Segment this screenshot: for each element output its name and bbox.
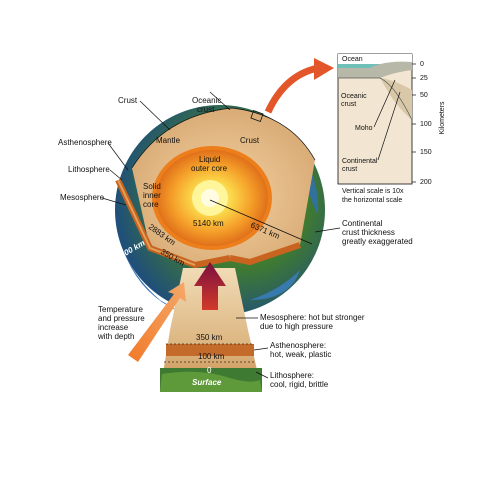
continental-note-1: Continental (342, 219, 383, 228)
upward-arrow (194, 262, 226, 310)
label-inner-core-1: Solid (143, 182, 161, 191)
continental-note-2: crust thickness (342, 228, 395, 237)
column-100-label: 100 km (198, 352, 225, 361)
inset-continental-label-2: crust (342, 166, 357, 173)
inset-tick-100: 100 (420, 121, 432, 128)
column-350-label: 350 km (196, 333, 223, 342)
crust-rim (131, 107, 316, 169)
label-outer-core-1: Liquid (199, 155, 220, 164)
zoom-arrowhead (314, 58, 334, 80)
leader-asthenosphere (107, 142, 129, 171)
label-inner-core-2: inner (143, 191, 161, 200)
lithosphere-band (117, 179, 196, 266)
inner-core-center (201, 189, 219, 207)
column-surface-label: Surface (192, 378, 222, 387)
mesosphere-note-1: Mesosphere: hot but stronger (260, 313, 365, 322)
temperature-note-3: increase (98, 323, 129, 332)
temperature-arrow (128, 282, 186, 362)
inset-tick-200: 200 (420, 179, 432, 186)
label-asthenosphere: Asthenosphere (58, 138, 112, 147)
inset-crust (338, 61, 412, 78)
inset-caption-2: the horizontal scale (342, 197, 402, 204)
inset-moho-label: Moho (355, 125, 373, 132)
temperature-note-1: Temperature (98, 305, 143, 314)
leader-asthenosphere-note (253, 347, 269, 351)
inset-ocean-label: Ocean (342, 56, 363, 63)
mesosphere-note-2: due to high pressure (260, 322, 333, 331)
leader-oceanic-crust (209, 91, 231, 111)
temperature-note-4: with depth (97, 332, 134, 341)
inset-continental-label-1: Continental (342, 158, 378, 165)
label-crust-right: Crust (240, 136, 260, 145)
inset-caption-1: Vertical scale is 10x (342, 188, 404, 195)
ocean-patch (250, 270, 300, 300)
inset-continental-root (380, 78, 412, 120)
column-0-label: 0 (207, 366, 212, 375)
lithosphere-note-1: Lithosphere: (270, 371, 314, 380)
column-asthenosphere-band (166, 344, 254, 356)
asthenosphere-band-right (229, 242, 301, 266)
label-oceanic-crust-1: Oceanic (192, 96, 221, 105)
continental-note-3: greatly exaggerated (342, 237, 413, 246)
column-surface-texture (160, 371, 262, 392)
leader-lithosphere-note (255, 371, 269, 379)
label-crust-left: Crust (118, 96, 138, 105)
label-oceanic-crust-2: crust (197, 105, 215, 114)
label-mesosphere: Mesosphere (60, 193, 105, 202)
inset-oceanic-crust-label-2: crust (341, 101, 356, 108)
label-outer-core-2: outer core (191, 164, 228, 173)
zoom-arrow (264, 64, 319, 114)
inset-oceanic-crust-label-1: Oceanic (341, 93, 367, 100)
inset-tick-150: 150 (420, 149, 432, 156)
inset-moho-line (338, 77, 413, 121)
label-mantle: Mantle (156, 136, 181, 145)
inset-tick-25: 25 (420, 75, 428, 82)
inset-top (338, 54, 412, 64)
asthenosphere-note-1: Asthenosphere: (270, 341, 326, 350)
asthenosphere-note-2: hot, weak, plastic (270, 350, 331, 359)
leader-crust-left (139, 100, 171, 131)
inset-axis-title: Kilometers (439, 101, 446, 135)
inset-tick-0: 0 (420, 61, 424, 68)
inset-continental-leader (377, 91, 401, 161)
zoom-box (250, 110, 264, 122)
leader-lithosphere (109, 169, 123, 181)
label-inner-core-3: core (143, 200, 159, 209)
inset-axis (412, 63, 416, 183)
inset-tick-50: 50 (420, 92, 428, 99)
label-lithosphere: Lithosphere (68, 165, 110, 174)
leader-mesosphere (101, 197, 127, 206)
leader-continental-note (314, 227, 341, 233)
inset-ocean (338, 64, 380, 68)
lithosphere-note-2: cool, rigid, brittle (270, 380, 329, 389)
label-5140: 5140 km (193, 219, 224, 228)
inset-moho-leader (373, 79, 396, 128)
radius-line (209, 199, 313, 245)
temperature-note-2: and pressure (98, 314, 145, 323)
